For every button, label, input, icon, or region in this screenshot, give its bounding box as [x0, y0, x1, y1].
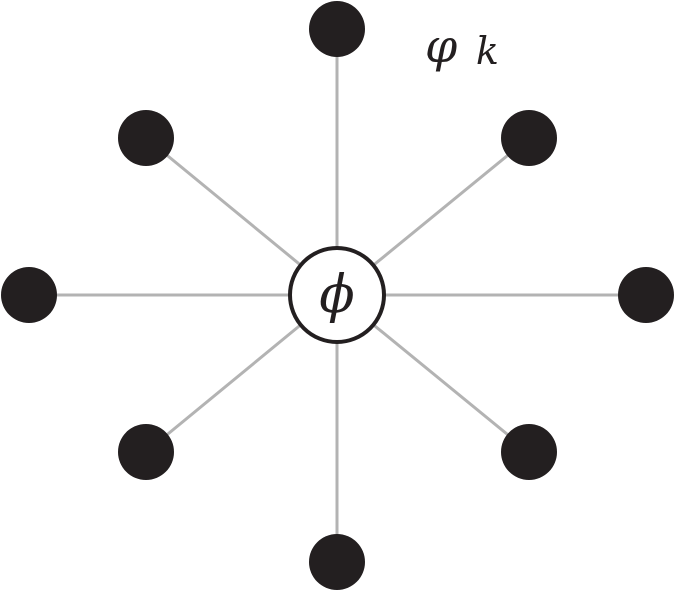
outer-node-west: [1, 267, 57, 323]
outer-node-label-symbol: φ: [425, 19, 458, 73]
center-node-label: ϕ: [319, 265, 354, 325]
outer-node-southeast: [501, 424, 557, 480]
outer-node-north: [309, 1, 365, 57]
outer-node-label: φ k: [425, 19, 499, 73]
center-node-ring: [288, 246, 386, 344]
outer-node-label-subscript: k: [476, 29, 499, 73]
outer-node-southwest: [118, 424, 174, 480]
outer-node-east: [618, 267, 674, 323]
center-node: ϕ: [288, 246, 386, 344]
outer-node-northeast: [501, 110, 557, 166]
outer-node-northwest: [118, 110, 174, 166]
outer-node-south: [309, 534, 365, 590]
